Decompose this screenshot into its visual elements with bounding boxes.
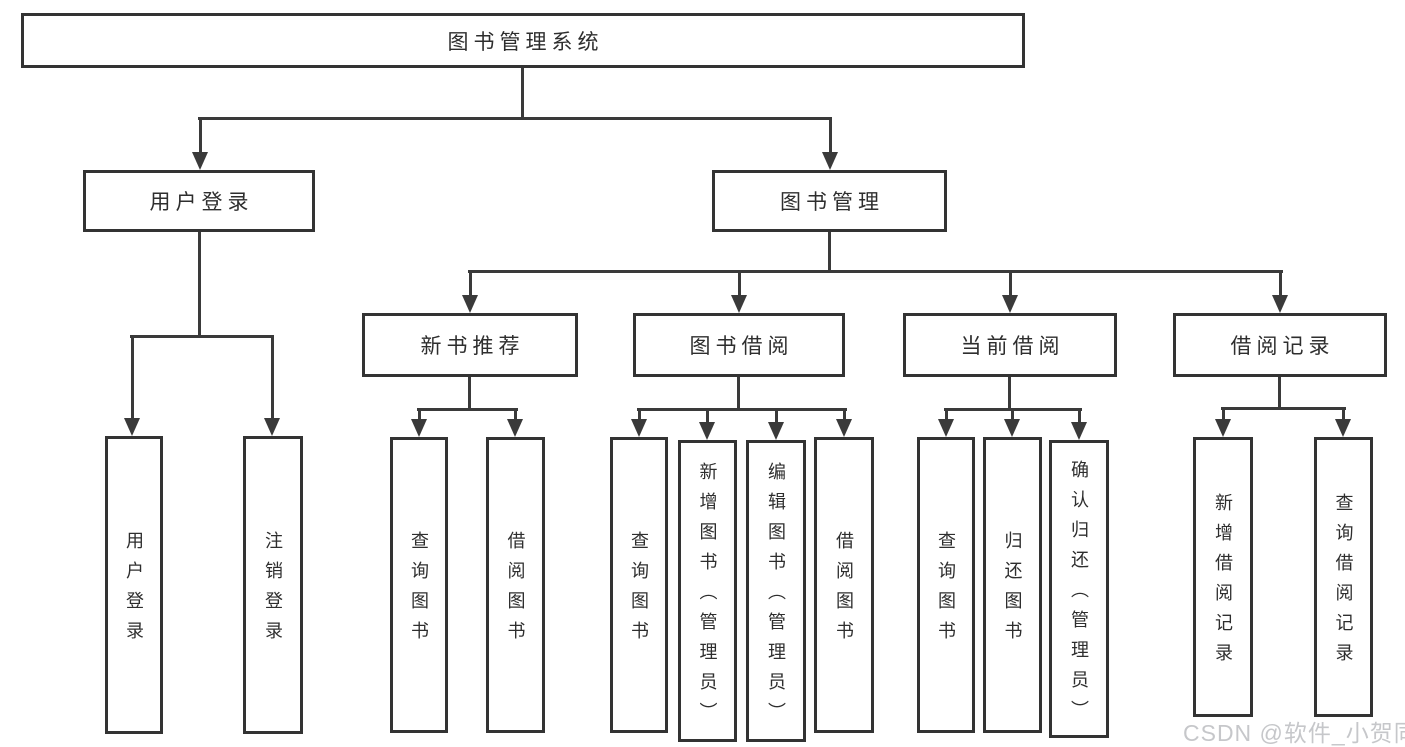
- arrow-bb-edit: [768, 408, 784, 440]
- connector-new-book-rec-rail: [417, 408, 518, 411]
- leaf-bb-borrow-books-label: 借阅图书: [834, 531, 854, 651]
- node-new-book-rec-label: 新书推荐: [420, 335, 525, 358]
- leaf-bb-add-books-admin: 新增图书（管理员）: [678, 440, 737, 742]
- node-book-borrow-label: 图书借阅: [689, 335, 794, 358]
- leaf-bb-edit-books-admin-label: 编辑图书（管理员）: [766, 462, 786, 732]
- leaf-cb-query-books-label: 查询图书: [936, 531, 956, 651]
- leaf-logout: 注销登录: [243, 436, 303, 734]
- arrow-bb-borrow: [836, 408, 852, 437]
- leaf-cb-confirm-return-admin-label: 确认归还（管理员）: [1069, 460, 1089, 730]
- arrow-cb-query: [938, 408, 954, 437]
- node-new-book-rec: 新书推荐: [362, 313, 578, 377]
- node-root: 图书管理系统: [21, 13, 1025, 68]
- leaf-br-add-record: 新增借阅记录: [1193, 437, 1253, 717]
- connector-user-login-rail: [130, 335, 274, 338]
- arrow-to-book-mgmt: [822, 117, 838, 170]
- leaf-nbr-query-books-label: 查询图书: [409, 531, 429, 651]
- connector-new-book-rec-stem: [468, 377, 471, 408]
- connector-book-borrow-rail: [637, 408, 847, 411]
- arrow-br-query: [1335, 407, 1351, 437]
- leaf-cb-return-books-label: 归还图书: [1002, 531, 1023, 651]
- node-book-mgmt: 图书管理: [712, 170, 947, 232]
- arrow-to-book-borrow: [731, 270, 747, 313]
- leaf-bb-query-books: 查询图书: [610, 437, 668, 733]
- arrow-to-current-borrow: [1002, 270, 1018, 313]
- leaf-cb-query-books: 查询图书: [917, 437, 975, 733]
- connector-book-mgmt-rail: [468, 270, 1283, 273]
- leaf-user-login-label: 用户登录: [124, 531, 144, 651]
- arrow-br-add: [1215, 407, 1231, 437]
- leaf-cb-return-books: 归还图书: [983, 437, 1042, 733]
- leaf-nbr-borrow-books: 借阅图书: [486, 437, 545, 733]
- connector-root-stem: [521, 68, 524, 117]
- node-book-borrow: 图书借阅: [633, 313, 845, 377]
- leaf-bb-add-books-admin-label: 新增图书（管理员）: [697, 462, 718, 732]
- leaf-br-add-record-label: 新增借阅记录: [1213, 493, 1233, 673]
- connector-book-borrow-stem: [737, 377, 740, 408]
- node-root-label: 图书管理系统: [447, 30, 604, 54]
- arrow-nbr-borrow: [507, 408, 523, 437]
- arrow-nbr-query: [411, 408, 427, 437]
- arrow-to-user-login: [192, 117, 208, 170]
- leaf-br-query-record: 查询借阅记录: [1314, 437, 1373, 717]
- arrow-bb-add: [699, 408, 715, 440]
- leaf-br-query-record-label: 查询借阅记录: [1333, 493, 1354, 673]
- connector-borrow-records-rail: [1221, 407, 1346, 410]
- leaf-bb-query-books-label: 查询图书: [629, 531, 649, 651]
- connector-borrow-records-stem: [1278, 377, 1281, 407]
- arrow-bb-query: [631, 408, 647, 437]
- connector-current-borrow-stem: [1008, 377, 1011, 408]
- leaf-cb-confirm-return-admin: 确认归还（管理员）: [1049, 440, 1109, 738]
- leaf-nbr-borrow-books-label: 借阅图书: [505, 531, 526, 651]
- arrow-to-leaf-login: [124, 335, 140, 436]
- arrow-to-leaf-logout: [264, 335, 280, 436]
- arrow-to-new-book-rec: [462, 270, 478, 313]
- node-user-login-label: 用户登录: [149, 191, 254, 214]
- node-current-borrow: 当前借阅: [903, 313, 1117, 377]
- leaf-bb-edit-books-admin: 编辑图书（管理员）: [746, 440, 806, 742]
- leaf-bb-borrow-books: 借阅图书: [814, 437, 874, 733]
- leaf-user-login: 用户登录: [105, 436, 163, 734]
- connector-user-login-stem: [198, 232, 201, 335]
- arrow-cb-return: [1004, 408, 1020, 437]
- connector-book-mgmt-stem: [828, 232, 831, 270]
- arrow-cb-confirm: [1071, 408, 1087, 440]
- node-borrow-records: 借阅记录: [1173, 313, 1387, 377]
- leaf-logout-label: 注销登录: [263, 531, 283, 651]
- node-current-borrow-label: 当前借阅: [960, 335, 1065, 358]
- csdn-watermark: CSDN @软件_小贺同学: [1183, 720, 1405, 746]
- leaf-nbr-query-books: 查询图书: [390, 437, 448, 733]
- arrow-to-borrow-records: [1272, 270, 1288, 313]
- connector-root-rail: [198, 117, 832, 120]
- node-book-mgmt-label: 图书管理: [780, 191, 884, 214]
- node-user-login: 用户登录: [83, 170, 315, 232]
- node-borrow-records-label: 借阅记录: [1230, 335, 1335, 358]
